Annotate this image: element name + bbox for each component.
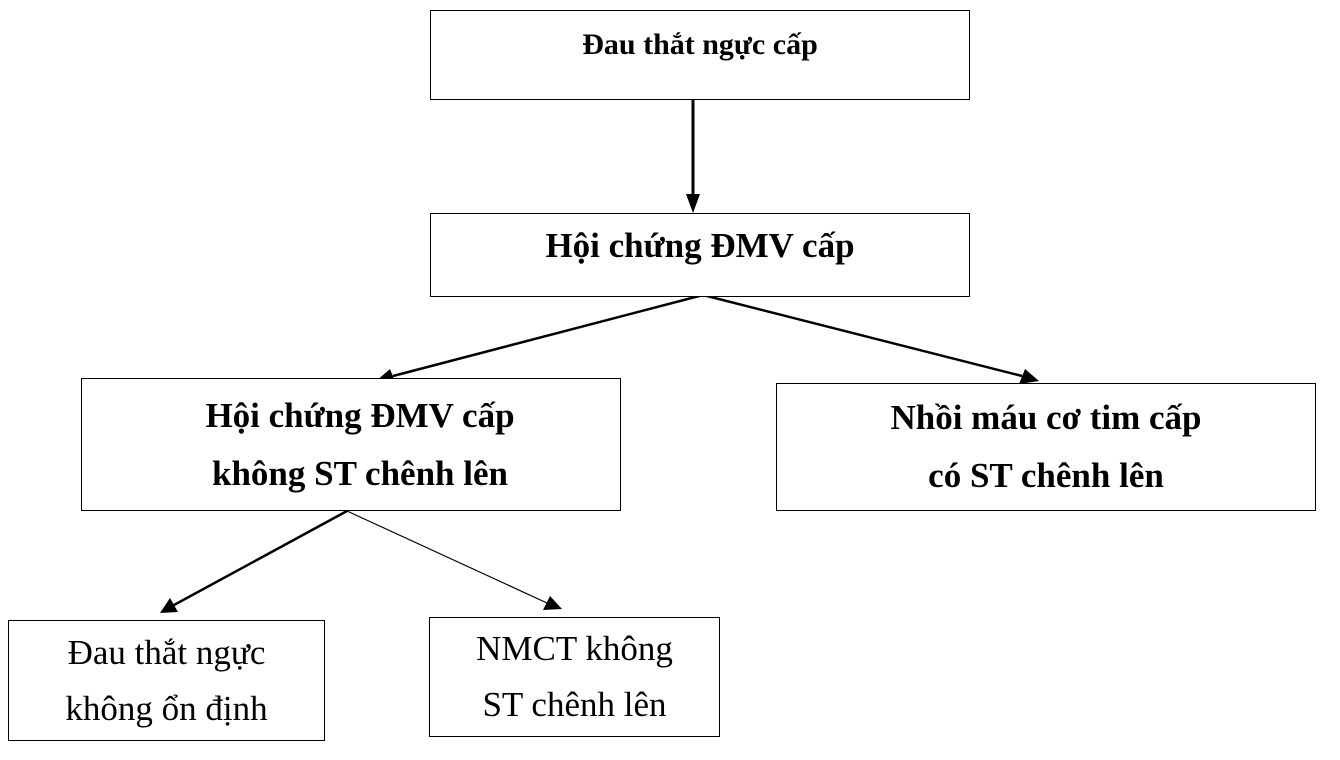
node-acute-coronary-syndrome: Hội chứng ĐMV cấp <box>430 213 970 297</box>
arrowhead-nstemi <box>543 596 562 610</box>
node-stemi: Nhồi máu cơ tim cấp có ST chênh lên <box>776 383 1316 511</box>
edge-nste-to-nstemi <box>346 510 548 604</box>
edge-nste-to-ua <box>173 509 348 607</box>
arrowhead-ua <box>160 598 178 613</box>
node-label-line-1: NMCT không <box>476 629 673 668</box>
node-nste-acs: Hội chứng ĐMV cấp không ST chênh lên <box>81 378 621 511</box>
node-label-line-2: có ST chênh lên <box>928 456 1164 495</box>
node-label-line-2: không ST chênh lên <box>211 453 508 493</box>
node-label-line-1: Hội chứng ĐMV cấp <box>205 395 515 435</box>
node-label: Hội chứng ĐMV cấp <box>545 226 855 265</box>
node-label-line-2: không ổn định <box>65 688 268 728</box>
node-unstable-angina: Đau thắt ngực không ổn định <box>8 620 325 741</box>
node-label-line-1: Nhồi máu cơ tim cấp <box>890 398 1202 437</box>
node-label-line-2: ST chênh lên <box>482 685 667 724</box>
node-nstemi: NMCT không ST chênh lên <box>429 617 720 737</box>
arrowhead-stemi <box>1019 369 1039 384</box>
edge-acs-to-stemi <box>702 293 1023 378</box>
edge-acs-to-nste <box>392 293 704 378</box>
node-acute-chest-pain: Đau thắt ngực cấp <box>430 10 970 100</box>
node-label-line-1: Đau thắt ngực <box>67 632 266 672</box>
arrowhead-acs <box>686 194 700 213</box>
node-label: Đau thắt ngực cấp <box>582 28 818 61</box>
